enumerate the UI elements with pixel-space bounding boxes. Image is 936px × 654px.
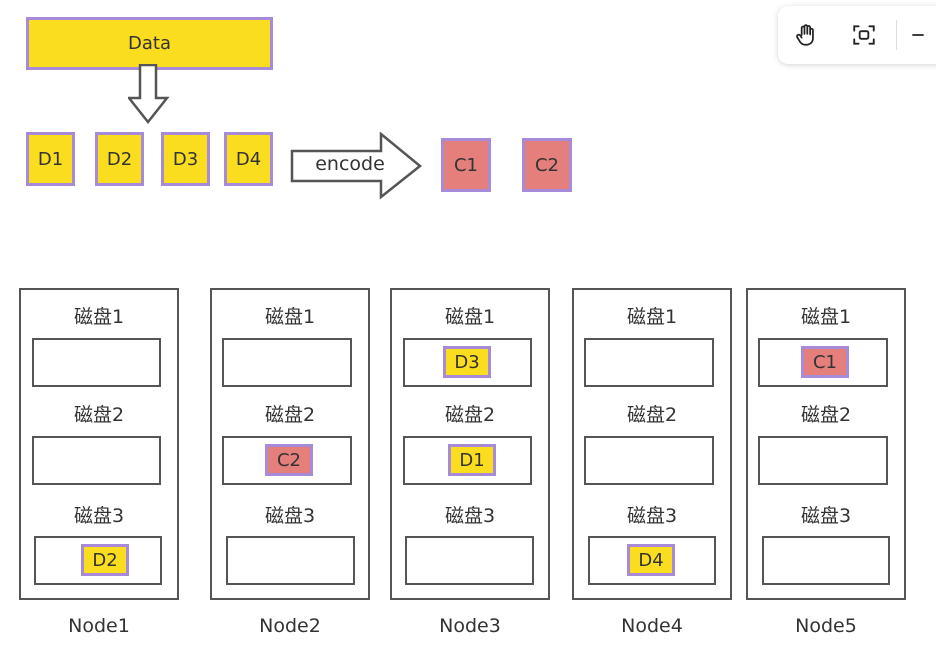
split-arrow [128, 64, 170, 125]
data-block: Data [26, 17, 273, 70]
node1-disk1-label: 磁盘1 [73, 306, 125, 328]
node2-disk2-label: 磁盘2 [264, 404, 316, 426]
node5-disk1-chunk: C1 [801, 346, 849, 378]
node1-disk3-chunk: D2 [81, 544, 129, 576]
data-block-label: Data [128, 33, 171, 54]
node-5 [746, 288, 906, 600]
node2-disk2-slot [222, 436, 352, 485]
node4-disk3-chunk: D4 [627, 544, 675, 576]
encode-arrow [290, 132, 422, 200]
node-3 [390, 288, 550, 600]
node3-label: Node3 [439, 615, 501, 637]
node5-label: Node5 [795, 615, 857, 637]
node5-disk1-label: 磁盘1 [800, 306, 852, 328]
zoom-out-button[interactable] [890, 6, 936, 64]
node3-disk1-label: 磁盘1 [444, 306, 496, 328]
data-chunk-d2: D2 [95, 132, 144, 186]
node2-disk3-label: 磁盘3 [264, 505, 316, 527]
node5-disk3-label: 磁盘3 [800, 505, 852, 527]
node2-label: Node2 [259, 615, 321, 637]
parity-chunk-c1: C1 [441, 138, 491, 192]
node5-disk3-slot [762, 536, 890, 585]
hand-tool-button[interactable] [778, 6, 834, 64]
node1-disk2-slot [32, 436, 161, 485]
node5-disk2-slot [758, 436, 888, 485]
node2-disk3-slot [226, 536, 355, 585]
node4-disk2-label: 磁盘2 [626, 404, 678, 426]
canvas-toolbar [778, 6, 936, 64]
node-4 [572, 288, 732, 600]
hand-icon [796, 24, 814, 46]
data-chunk-d3: D3 [161, 132, 210, 186]
node3-disk2-chunk: D1 [448, 444, 496, 476]
data-chunk-d4: D4 [224, 132, 273, 186]
fit-screen-button[interactable] [836, 6, 892, 64]
node3-disk1-chunk: D3 [443, 346, 491, 378]
node1-disk3-label: 磁盘3 [73, 505, 125, 527]
encode-label: encode [315, 153, 385, 175]
node1-label: Node1 [68, 615, 130, 637]
data-chunk-d1: D1 [26, 132, 75, 186]
node3-disk3-slot [405, 536, 534, 585]
node2-disk2-chunk: C2 [265, 444, 313, 476]
node1-disk1-slot [32, 338, 161, 387]
toolbar-separator [896, 20, 897, 50]
node-2 [210, 288, 370, 600]
node4-disk1-slot [584, 338, 714, 387]
fit-screen-icon [853, 25, 875, 45]
node4-label: Node4 [621, 615, 683, 637]
node5-disk2-label: 磁盘2 [800, 404, 852, 426]
node-1 [19, 288, 179, 600]
node2-disk1-slot [222, 338, 352, 387]
node4-disk3-label: 磁盘3 [626, 505, 678, 527]
node3-disk3-label: 磁盘3 [444, 505, 496, 527]
zoom-out-icon [912, 34, 924, 36]
node4-disk1-label: 磁盘1 [626, 306, 678, 328]
parity-chunk-c2: C2 [522, 138, 572, 192]
node3-disk2-label: 磁盘2 [444, 404, 496, 426]
node4-disk2-slot [584, 436, 714, 485]
node1-disk2-label: 磁盘2 [73, 404, 125, 426]
node2-disk1-label: 磁盘1 [264, 306, 316, 328]
